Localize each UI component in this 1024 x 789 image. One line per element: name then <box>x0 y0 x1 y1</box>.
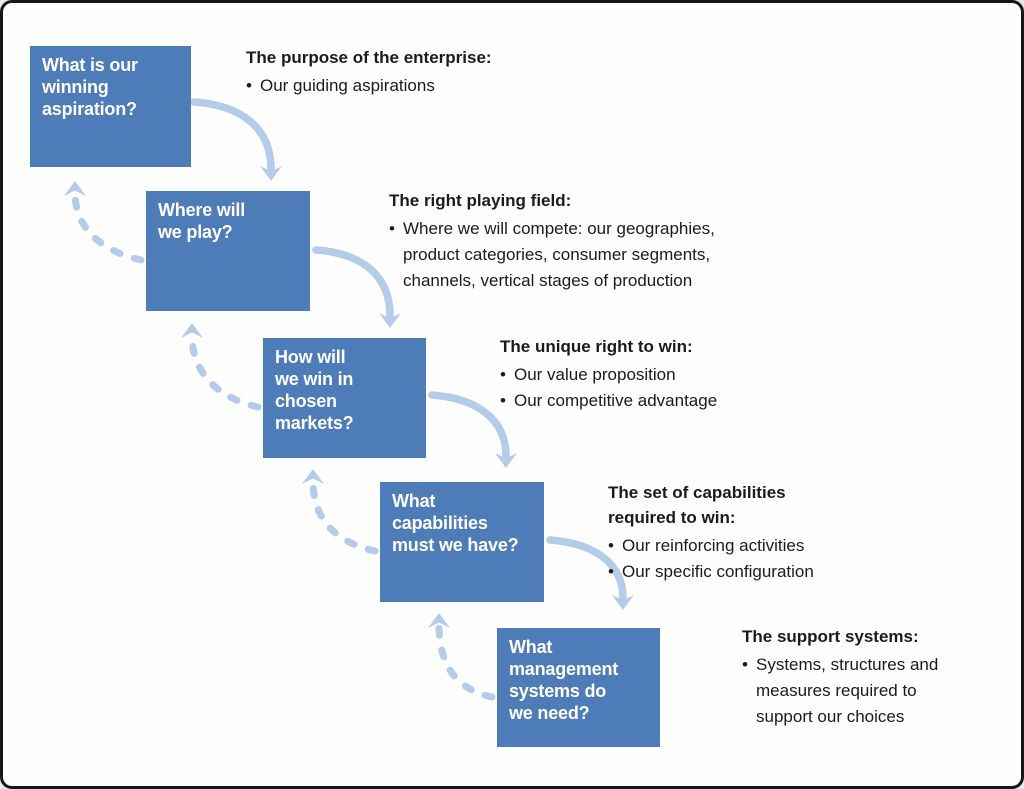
bullet-text: Our value proposition <box>514 365 676 384</box>
question-box-capabilities: What capabilities must we have? <box>380 482 544 602</box>
bullet-text: Our specific configuration <box>622 562 814 581</box>
note-right-to-win: The unique right to win: • Our value pro… <box>500 334 800 414</box>
bullet-item: • Where we will compete: our geographies… <box>389 216 749 294</box>
question-box-where-to-play: Where will we play? <box>146 191 310 311</box>
note-title: The purpose of the enterprise: <box>246 48 492 67</box>
bullet-dot: • <box>608 536 614 555</box>
feedback-arrow-3-icon <box>302 469 379 555</box>
bullet-text: Our reinforcing activities <box>622 536 805 555</box>
bullet-dot: • <box>608 562 614 581</box>
question-box-management-systems: What management systems do we need? <box>497 628 660 747</box>
bullet-item: • Our specific configuration <box>608 559 888 585</box>
note-purpose: The purpose of the enterprise: • Our gui… <box>246 45 576 99</box>
note-title: The unique right to win: <box>500 337 693 356</box>
bullet-text: Systems, structures and measures require… <box>756 655 939 726</box>
note-support-systems: The support systems: • Systems, structur… <box>742 624 992 730</box>
bullet-item: • Our value proposition <box>500 362 800 388</box>
forward-arrow-1-icon <box>190 98 282 181</box>
bullet-item: • Systems, structures and measures requi… <box>742 652 992 730</box>
bullet-text: Our competitive advantage <box>514 391 718 410</box>
forward-arrow-3-icon <box>428 391 517 468</box>
feedback-arrow-1-icon <box>64 181 145 264</box>
arrows-layer <box>64 98 634 701</box>
bullet-dot: • <box>246 76 252 95</box>
note-capabilities: The set of capabilities required to win:… <box>608 480 888 585</box>
bullet-item: • Our guiding aspirations <box>246 73 576 99</box>
bullet-item: • Our competitive advantage <box>500 388 800 414</box>
forward-arrow-2-icon <box>312 246 401 328</box>
question-box-winning-aspiration: What is our winning aspiration? <box>30 46 191 167</box>
note-title: The right playing field: <box>389 191 572 210</box>
question-box-how-to-win: How will we win in chosen markets? <box>263 338 426 458</box>
bullet-dot: • <box>742 655 748 674</box>
note-title: The support systems: <box>742 627 919 646</box>
feedback-arrow-4-icon <box>428 613 496 701</box>
bullet-dot: • <box>500 391 506 410</box>
feedback-arrow-2-icon <box>181 323 262 411</box>
bullet-dot: • <box>500 365 506 384</box>
note-title: The set of capabilities required to win: <box>608 483 786 527</box>
forward-arrow-4-icon <box>546 536 634 610</box>
bullet-item: • Our reinforcing activities <box>608 533 888 559</box>
note-playing-field: The right playing field: • Where we will… <box>389 188 749 294</box>
bullet-dot: • <box>389 219 395 238</box>
bullet-text: Where we will compete: our geographies, … <box>403 219 715 290</box>
bullet-text: Our guiding aspirations <box>260 76 435 95</box>
